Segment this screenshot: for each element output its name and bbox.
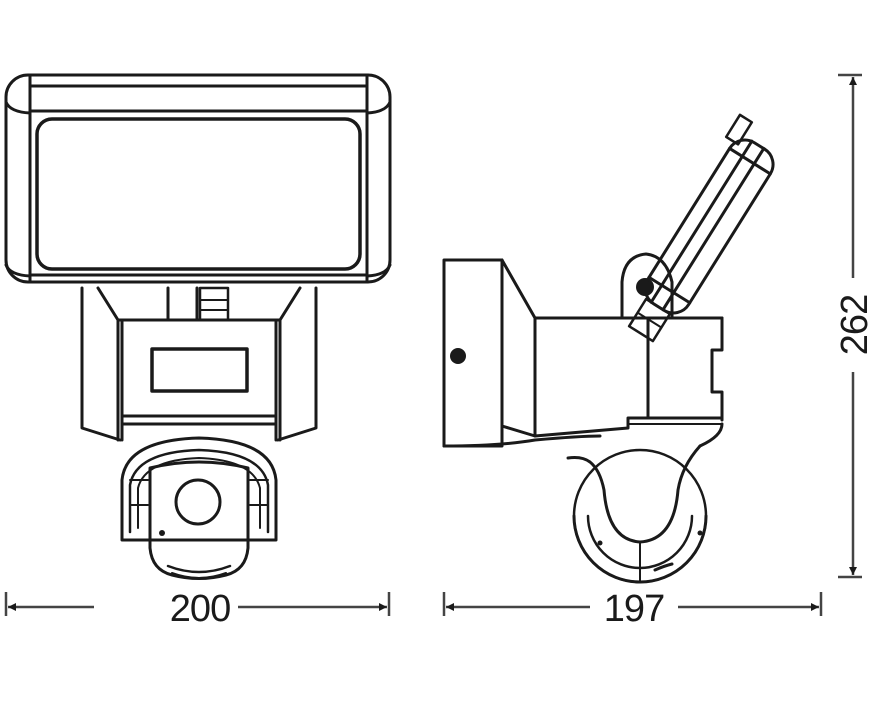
dimension-height-label: 262 [834,294,876,356]
dimension-depth-label: 197 [603,588,665,630]
camera-lens [174,478,222,526]
camera-side [566,444,708,584]
dimension-lines [4,73,862,616]
indicator-dot [159,530,165,536]
camera-assembly [120,436,278,580]
lamp-head [4,73,392,284]
sensor-window [150,347,249,393]
arm-body [442,316,724,448]
side-view [442,113,775,584]
front-view [4,73,392,580]
dim-height [838,73,862,579]
dim-width [4,592,391,616]
mount-screw [450,348,466,364]
dimension-width-label: 200 [169,588,231,630]
tilted-lamp-head [627,113,775,343]
led-panel [35,117,362,271]
body-housing [80,286,318,442]
dim-depth [442,592,823,616]
wall-mount [442,258,537,448]
